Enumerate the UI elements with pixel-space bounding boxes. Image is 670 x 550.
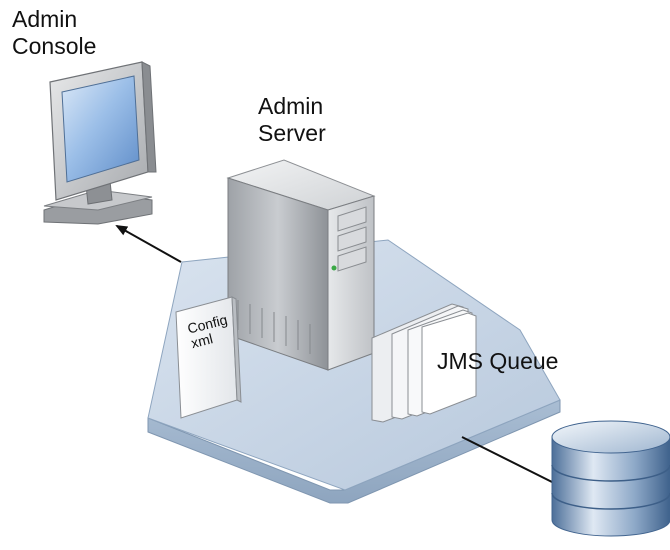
document-icon — [175, 296, 242, 419]
queue-page-front — [421, 312, 477, 415]
admin-console-label: Admin Console — [12, 6, 96, 60]
database-cylinder-icon — [551, 420, 670, 537]
monitor-icon — [43, 61, 157, 225]
jms-queue-label: JMS Queue — [437, 348, 559, 374]
monitor-screen — [61, 75, 140, 183]
arrow-to-console — [115, 225, 182, 263]
database-body — [551, 436, 670, 537]
admin-server-label-line2: Server — [258, 120, 326, 146]
document-stack-icon — [371, 303, 477, 423]
server-tower-icon — [226, 159, 376, 371]
database-top — [551, 420, 670, 454]
admin-server-label-line1: Admin — [258, 93, 324, 119]
admin-server-label: Admin Server — [258, 93, 326, 147]
admin-console-label-line1: Admin — [12, 6, 78, 32]
line-to-database — [461, 436, 563, 488]
platform-side — [147, 399, 561, 504]
admin-console-label-line2: Console — [12, 33, 97, 59]
